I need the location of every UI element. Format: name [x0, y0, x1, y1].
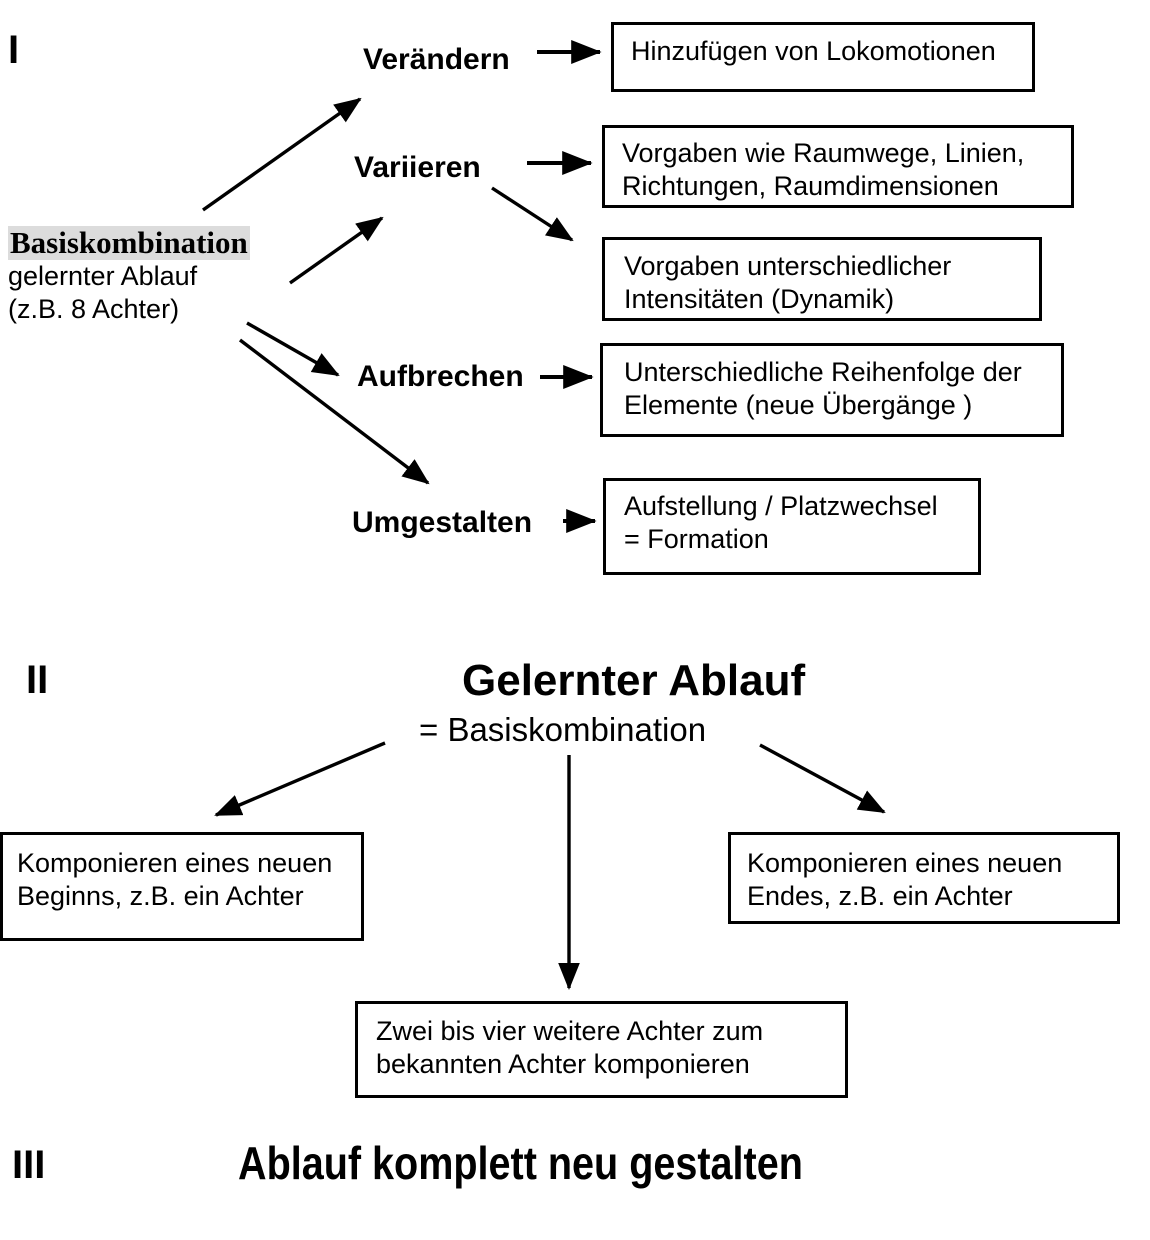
box-vorgaben-intensitaeten: Vorgaben unterschiedlicher Intensitäten …: [602, 237, 1042, 321]
stage-label-aufbrechen: Aufbrechen: [357, 360, 524, 393]
arrow-ablauf-to-ende: [759, 743, 886, 814]
arrow-source-to-verandern: [202, 97, 362, 212]
box-weitere-achter: Zwei bis vier weitere Achter zum bekannt…: [355, 1001, 848, 1098]
box-vorgaben-raumwege: Vorgaben wie Raumwege, Linien, Richtunge…: [602, 125, 1074, 208]
box-neuer-beginn-text: Komponieren eines neuen Beginns, z.B. ei…: [17, 848, 333, 911]
box-hinzufuegen-text: Hinzufügen von Lokomotionen: [631, 36, 996, 66]
stage-label-umgestalten: Umgestalten: [352, 506, 533, 539]
arrow-variieren-to-box-intensitaeten: [491, 186, 574, 242]
stage-label-verandern: Verändern: [363, 43, 510, 76]
box-reihenfolge-text: Unterschiedliche Reihenfolge der Element…: [624, 357, 1022, 420]
section-two-title: Gelernter Ablauf: [462, 656, 806, 705]
arrow-source-to-variieren: [289, 216, 384, 285]
source-node-title: Basiskombination: [8, 225, 250, 260]
box-neuer-beginn: Komponieren eines neuen Beginns, z.B. ei…: [0, 832, 364, 941]
source-node: Basiskombination gelernter Ablauf (z.B. …: [8, 226, 250, 326]
arrow-ablauf-to-beginn: [214, 741, 386, 817]
section-three-title: Ablauf komplett neu gestalten: [238, 1137, 803, 1189]
box-weitere-achter-text: Zwei bis vier weitere Achter zum bekannt…: [376, 1016, 764, 1079]
box-vorgaben-raumwege-text: Vorgaben wie Raumwege, Linien, Richtunge…: [622, 138, 1025, 201]
section-numeral-one: I: [8, 28, 20, 72]
stage-label-variieren: Variieren: [354, 151, 481, 184]
box-aufstellung: Aufstellung / Platzwechsel = Formation: [603, 478, 981, 575]
box-vorgaben-intensitaeten-text: Vorgaben unterschiedlicher Intensitäten …: [624, 251, 952, 314]
arrow-source-to-aufbrechen: [246, 321, 340, 377]
box-hinzufuegen: Hinzufügen von Lokomotionen: [611, 22, 1035, 92]
box-aufstellung-text: Aufstellung / Platzwechsel = Formation: [624, 491, 938, 554]
section-numeral-two: II: [26, 658, 49, 702]
section-two-subtitle: = Basiskombination: [419, 711, 707, 748]
source-node-line2: gelernter Ablauf: [8, 261, 198, 291]
box-neues-ende-text: Komponieren eines neuen Endes, z.B. ein …: [747, 848, 1063, 911]
section-numeral-three: III: [12, 1143, 46, 1187]
source-node-line3: (z.B. 8 Achter): [8, 294, 180, 324]
box-reihenfolge: Unterschiedliche Reihenfolge der Element…: [600, 343, 1064, 437]
box-neues-ende: Komponieren eines neuen Endes, z.B. ein …: [728, 832, 1120, 924]
